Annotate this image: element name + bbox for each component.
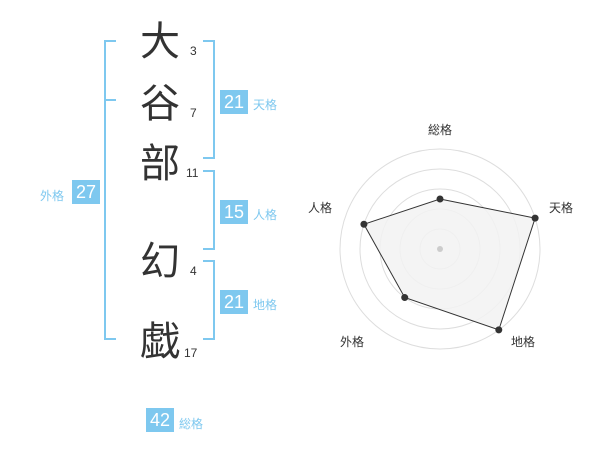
name-char-2: 谷 (140, 81, 180, 127)
radar-grid-ring (399, 208, 481, 290)
tenkaku-bracket (203, 40, 215, 159)
chikaku-bracket (203, 260, 215, 340)
radar-grid-ring (379, 188, 501, 310)
gaikaku-bracket-mid (104, 99, 116, 101)
radar-grid-ring (339, 148, 541, 350)
name-char-4: 幻 (140, 239, 180, 285)
name-char-3: 部 (140, 141, 180, 187)
radar-label-chikaku: 地格 (511, 334, 535, 349)
chikaku-label: 地格 (253, 298, 278, 312)
stroke-count-4: 4 (190, 264, 197, 278)
radar-label-gaikaku: 外格 (340, 334, 364, 349)
radar-label-jinkaku: 人格 (308, 200, 332, 215)
chikaku-value-badge: 21 (220, 290, 248, 314)
name-char-1: 大 (140, 19, 180, 65)
stroke-count-5: 17 (184, 346, 198, 360)
gaikaku-label: 外格 (40, 189, 65, 203)
tenkaku-label: 天格 (253, 98, 278, 112)
radar-center-dot (437, 246, 443, 252)
radar-grid (339, 148, 541, 350)
name-char-5: 戯 (140, 319, 180, 365)
jinkaku-label: 人格 (253, 208, 278, 222)
jinkaku-bracket (203, 170, 215, 250)
radar-points (360, 195, 539, 334)
gaikaku-value-badge: 27 (72, 180, 100, 204)
radar-point-3 (495, 326, 503, 334)
radar-point-2 (531, 214, 539, 222)
soukaku-value-badge: 42 (146, 408, 174, 432)
stroke-count-3: 11 (186, 166, 199, 180)
stroke-count-1: 3 (190, 44, 197, 58)
radar-grid-ring (359, 168, 521, 330)
gaikaku-bracket (104, 40, 116, 340)
radar-label-soukaku: 総格 (428, 122, 452, 137)
jinkaku-value-badge: 15 (220, 200, 248, 224)
soukaku-label: 総格 (179, 417, 204, 431)
stroke-count-2: 7 (190, 106, 197, 120)
radar-label-tenkaku: 天格 (549, 200, 573, 215)
radar-point-5 (360, 220, 368, 228)
radar-point-4 (401, 294, 409, 302)
radar-point-1 (436, 195, 444, 203)
radar-polygon (363, 198, 536, 331)
tenkaku-value-badge: 21 (220, 90, 248, 114)
radar-grid-ring (419, 228, 461, 270)
